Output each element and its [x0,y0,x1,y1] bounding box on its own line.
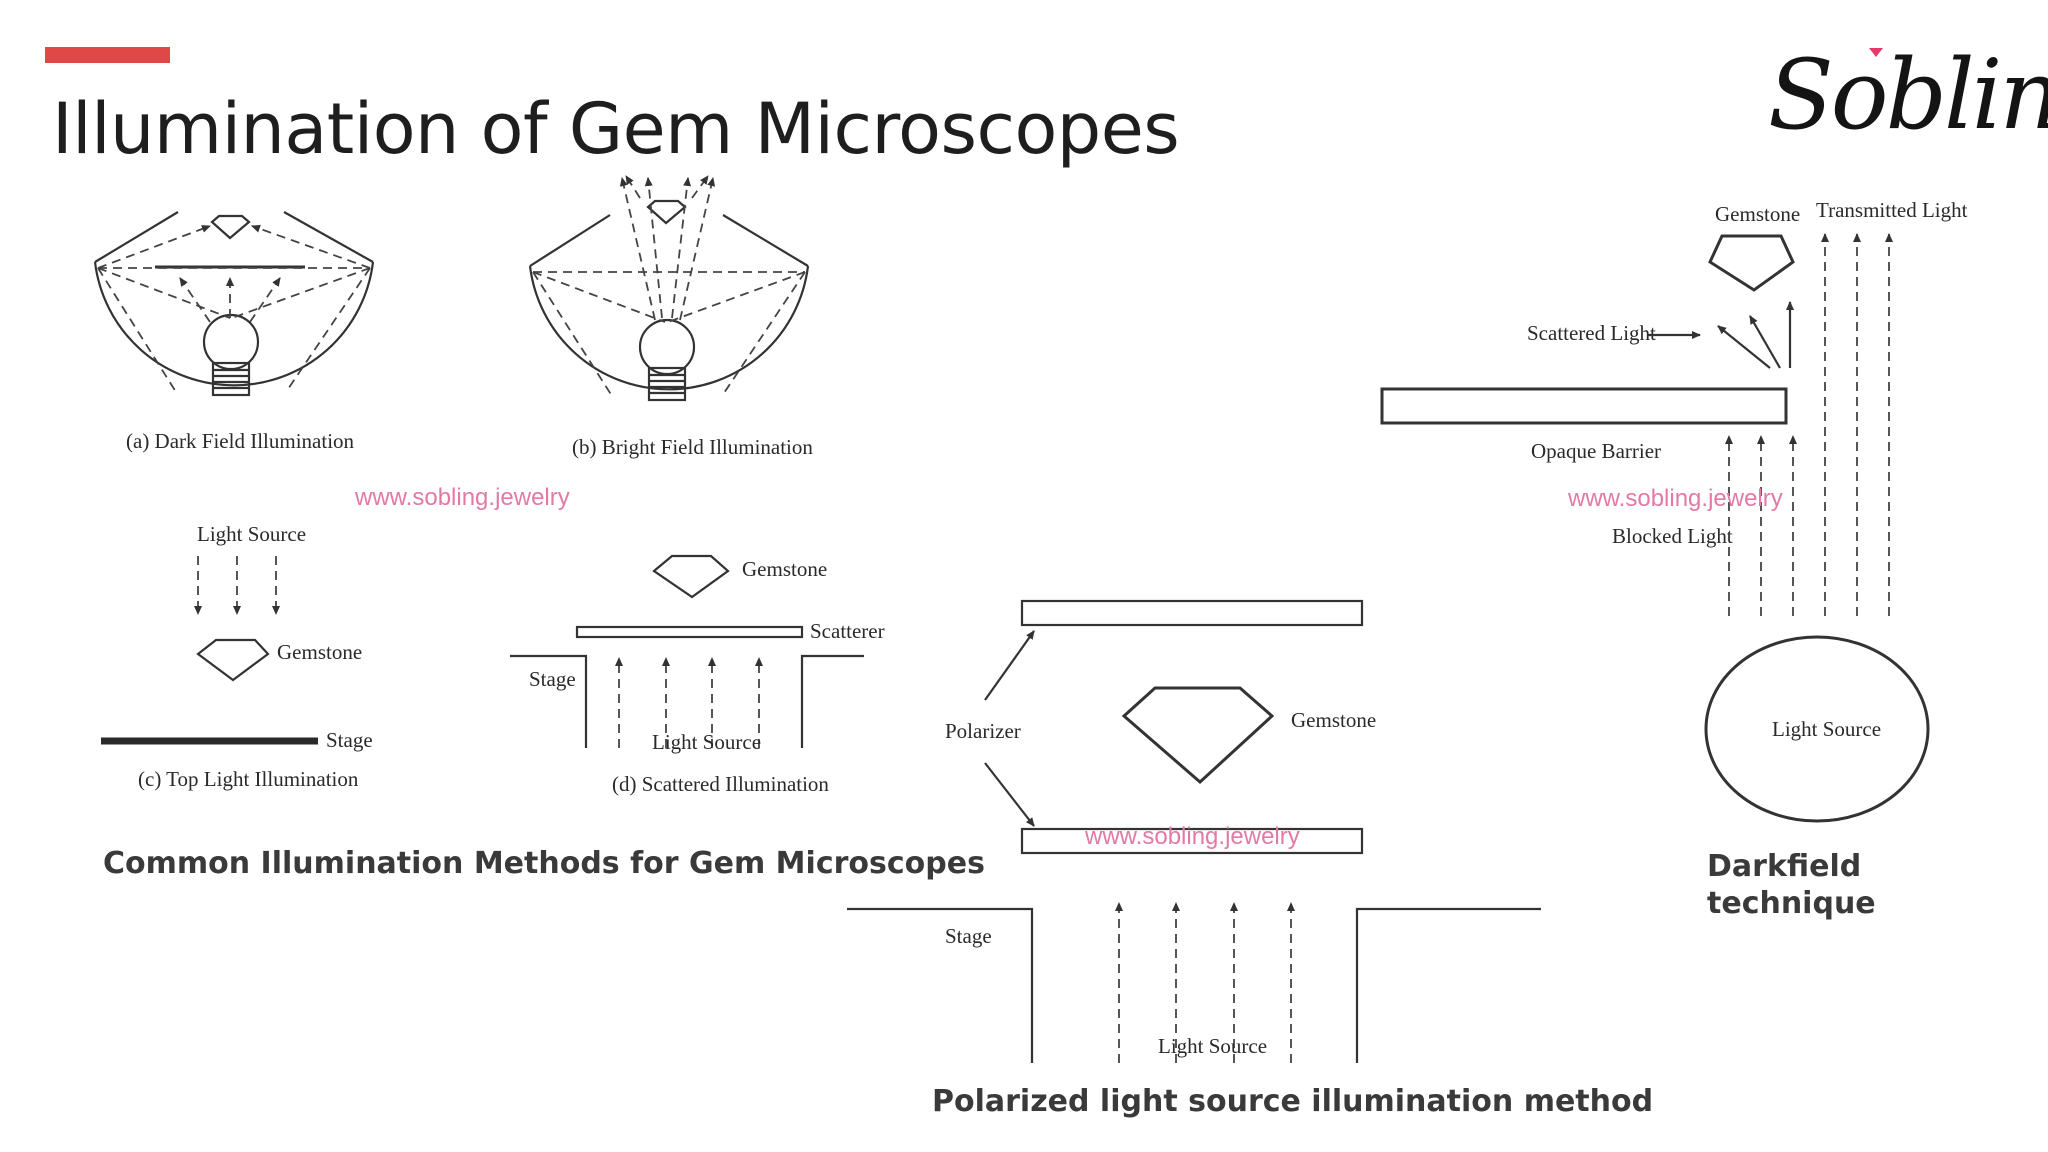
polarized-gemstone-label: Gemstone [1291,708,1376,732]
polarized-light-source-label: Light Source [1158,1034,1267,1058]
darkfield-caption-line1: Darkfield [1707,849,1861,884]
scattered-light-source-label: Light Source [652,730,761,754]
polarized-diagram: Polarizer Gemstone Stage Light Source [847,599,1541,1063]
scattered-stage-label: Stage [529,667,576,691]
bright-field-label: (b) Bright Field Illumination [572,435,813,459]
scatterer-label: Scatterer [810,619,885,643]
top-light-diagram: Light Source Gemstone Stage (c) Top Ligh… [101,522,373,791]
scattered-label: (d) Scattered Illumination [612,772,829,796]
top-light-label: (c) Top Light Illumination [138,767,359,791]
watermark-right: www.sobling.jewelry [1567,485,1783,512]
watermark-left: www.sobling.jewelry [354,484,570,511]
polarized-caption: Polarized light source illumination meth… [932,1084,1653,1119]
dark-field-diagram: (a) Dark Field Illumination [93,211,375,453]
df-gemstone-label: Gemstone [1715,202,1800,226]
top-light-gemstone-label: Gemstone [277,640,362,664]
df-blocked-light-label: Blocked Light [1612,524,1733,548]
page-title: Illumination of Gem Microscopes [52,88,1180,170]
scattered-diagram: Gemstone Scatterer Stage Light Source (d… [510,554,885,796]
df-opaque-barrier-label: Opaque Barrier [1531,439,1661,463]
common-methods-caption: Common Illumination Methods for Gem Micr… [103,846,985,881]
logo-gem-icon [1869,48,1883,57]
df-transmitted-light-label: Transmitted Light [1816,198,1968,222]
polarized-stage-label: Stage [945,924,992,948]
watermark-center: www.sobling.jewelry [1084,823,1300,850]
top-light-source-label: Light Source [197,522,306,546]
darkfield-technique-diagram: Gemstone Transmitted Light Scattered Lig… [1380,198,1968,823]
bright-field-diagram: (b) Bright Field Illumination [528,175,813,459]
df-scattered-light-label: Scattered Light [1527,321,1656,345]
brand-logo: Sobling [1768,39,2048,151]
polarizer-label: Polarizer [945,719,1021,743]
df-light-source-label: Light Source [1772,717,1881,741]
dark-field-label: (a) Dark Field Illumination [126,429,355,453]
darkfield-caption-line2: technique [1707,886,1876,921]
scattered-gemstone-label: Gemstone [742,557,827,581]
title-accent-bar [45,47,170,63]
top-light-stage-label: Stage [326,728,373,752]
